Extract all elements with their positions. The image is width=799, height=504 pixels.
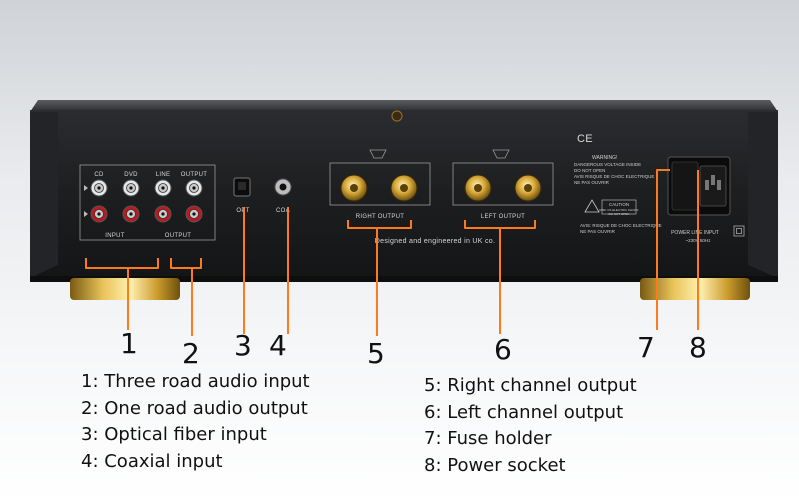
callout-number-8: 8 — [689, 331, 707, 364]
output-group-label: OUTPUT — [165, 233, 191, 239]
chassis-right-side — [748, 112, 778, 278]
line-label: LINE — [156, 172, 171, 178]
callout-line-5 — [347, 220, 412, 336]
right-foot — [640, 278, 750, 300]
channel-arrow-icon — [84, 211, 88, 217]
hazard-triangle-icon — [584, 199, 600, 213]
socket-pin-center — [711, 175, 715, 185]
warning-line-3: AVIS RISQUE DE CHOC ELECTRIQUE — [574, 174, 654, 179]
ce-mark: CE — [577, 133, 593, 145]
left-speaker-icon — [492, 149, 510, 159]
left-terminal-positive-hole — [474, 184, 482, 192]
input-group-label: INPUT — [105, 233, 125, 239]
warning-line-2: DO NOT OPEN — [574, 168, 605, 173]
rca-jack-pin — [192, 186, 196, 190]
rca-panel: CD DVD LINE OUTPUT INPUT OUTPUT — [79, 164, 216, 241]
optical-port-shutter — [238, 182, 246, 190]
rca-panel-frame — [79, 164, 216, 241]
callout-line-7 — [656, 169, 670, 330]
legend-item-7: 7: Fuse holder — [424, 428, 552, 449]
callout-line-1 — [85, 258, 159, 330]
coaxial-jack-center — [279, 183, 287, 191]
rca-jack-pin — [97, 212, 101, 216]
dvd-label: DVD — [124, 172, 138, 178]
right-terminal-positive-hole — [350, 184, 358, 192]
legend-left: 1: Three road audio input 2: One road au… — [81, 369, 310, 475]
rca-jacks — [84, 179, 203, 223]
rca-jack-pin — [161, 186, 165, 190]
socket-pin-right — [717, 180, 721, 190]
socket-pin-left — [705, 180, 709, 190]
french-line-2: NE PAS OUVRIR — [580, 229, 616, 234]
warning-line-1: DANGEROUS VOLTAGE INSIDE — [574, 162, 641, 167]
channel-arrow-icon — [84, 185, 88, 191]
left-foot — [70, 278, 180, 300]
optical-label: OPT — [236, 208, 249, 214]
callout-number-1: 1 — [120, 327, 138, 360]
rca-jack-pin — [161, 212, 165, 216]
right-output-label: RIGHT OUTPUT — [356, 214, 405, 220]
coaxial-label: COA — [276, 208, 290, 214]
rca-jack-pin — [129, 212, 133, 216]
caution-title: CAUTION — [609, 202, 629, 207]
warning-title: WARNING! — [592, 155, 617, 161]
left-output-frame — [452, 162, 554, 206]
top-screw-icon — [391, 110, 403, 122]
power-line-input-label: POWER LINE INPUT — [671, 230, 719, 236]
power-socket[interactable] — [699, 165, 727, 207]
designed-in-uk-text: Designed and engineered in UK co. — [375, 238, 495, 245]
legend-item-1: 1: Three road audio input — [81, 371, 310, 392]
feet — [70, 278, 750, 300]
legend-item-4: 4: Coaxial input — [81, 450, 223, 472]
callout-number-7: 7 — [637, 331, 655, 364]
chassis-top-edge — [30, 100, 778, 112]
warning-line-4: NE PAS OUVRIR — [574, 180, 610, 185]
legend-item-5: 5: Right channel output — [424, 375, 637, 396]
right-output-frame — [329, 162, 431, 206]
callout-number-2: 2 — [182, 337, 200, 370]
callout-number-3: 3 — [234, 329, 252, 362]
rca-jack-pin — [192, 212, 196, 216]
left-output-label: LEFT OUTPUT — [481, 214, 525, 220]
caution-box — [601, 199, 637, 215]
caution-line-1: RISK OF ELECTRIC SHOCK — [599, 208, 638, 212]
rca-jack-pin — [129, 186, 133, 190]
french-line-1: AVIS: RISQUE DE CHOC ELECTRIQUE — [580, 223, 662, 228]
callout-lines — [85, 169, 699, 336]
callout-number-5: 5 — [367, 337, 385, 370]
legend-item-2: 2: One road audio output — [81, 397, 308, 419]
left-output-terminals: LEFT OUTPUT — [452, 149, 554, 220]
callout-number-6: 6 — [494, 333, 512, 366]
callout-line-2 — [170, 258, 202, 336]
right-speaker-icon — [369, 149, 387, 159]
legend-item-3: 3: Optical fiber input — [81, 424, 267, 445]
left-terminal-negative-hole — [524, 184, 532, 192]
output-jack-label: OUTPUT — [181, 172, 207, 178]
fuse-holder[interactable] — [671, 161, 699, 211]
warning-area: CE WARNING! DANGEROUS VOLTAGE INSIDE DO … — [574, 133, 662, 234]
chassis-bottom-edge — [30, 276, 778, 282]
digital-inputs: OPT COA — [233, 177, 292, 214]
legend-item-6: 6: Left channel output — [424, 401, 624, 423]
callout-line-6 — [464, 220, 536, 334]
callout-number-4: 4 — [269, 329, 287, 362]
right-terminal-negative-hole — [400, 184, 408, 192]
cd-label: CD — [94, 172, 104, 178]
legend-right: 5: Right channel output 6: Left channel … — [424, 373, 637, 479]
caution-line-2: DO NOT OPEN — [609, 212, 630, 216]
chassis-left-side — [30, 112, 58, 278]
double-insulation-icon-inner — [736, 228, 742, 234]
legend-item-8: 8: Power socket — [424, 454, 566, 476]
double-insulation-icon — [733, 225, 745, 237]
rca-jack-pin — [97, 186, 101, 190]
right-output-terminals: RIGHT OUTPUT — [329, 149, 431, 220]
